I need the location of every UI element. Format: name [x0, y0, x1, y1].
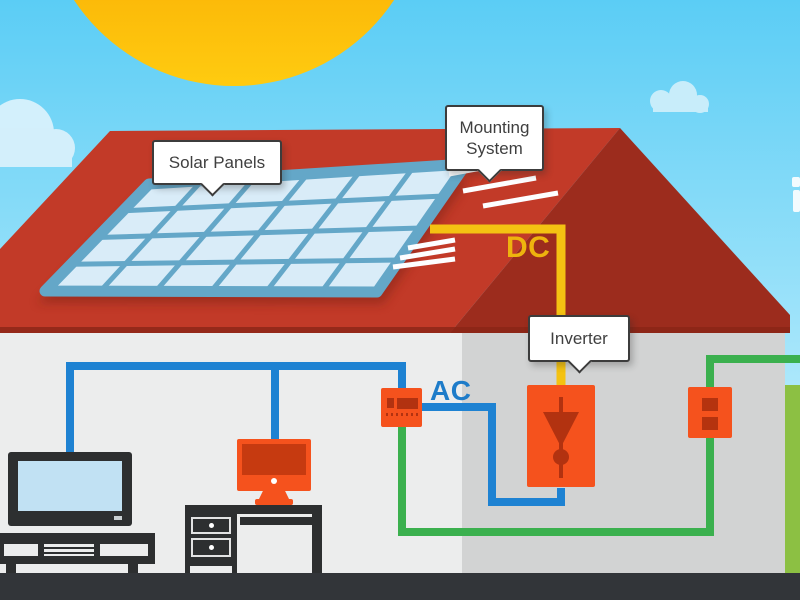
junction-socket: [702, 417, 718, 430]
edge-cloud-fragment: [792, 177, 800, 212]
electric-meter-box: [381, 388, 422, 427]
callout-inverter: Inverter: [528, 315, 630, 374]
desk-drawer: [191, 538, 231, 557]
monitor-screen: [242, 444, 306, 475]
tv-logo: [114, 516, 122, 520]
roof-eave-shadow: [0, 327, 790, 333]
monitor-button: [271, 478, 277, 484]
grid-connection-wire: [398, 355, 800, 536]
cloud-left-icon: [0, 99, 75, 167]
inverter-symbol-icon: [543, 397, 579, 478]
callout-mounting-system: Mounting System: [445, 105, 544, 183]
tv-stand-foot: [128, 564, 138, 573]
desk-drawer: [191, 517, 231, 534]
meter-display: [397, 398, 418, 409]
tv-stand-shelf: [4, 544, 38, 556]
grass: [785, 385, 800, 575]
junction-socket: [702, 398, 718, 411]
desk-leg: [312, 514, 322, 573]
sun-icon: [73, 0, 395, 86]
tv-stand: [0, 533, 155, 573]
ac-wire: [66, 362, 565, 506]
desk-feet-notch: [190, 566, 232, 573]
house-wall-exterior: [462, 333, 785, 575]
meter-indicator: [387, 398, 394, 408]
desk-rail-gap: [240, 514, 312, 517]
wall-junction-box: [688, 387, 732, 438]
ac-label: AC: [430, 375, 472, 406]
roof-side-facet: [450, 128, 790, 333]
inverter-unit: [527, 385, 595, 487]
cloud-right-icon: [650, 81, 709, 113]
tv-stand-foot: [6, 564, 16, 573]
tv-stand-shelf: [100, 544, 148, 556]
tv: [8, 452, 132, 526]
tv-stand-base: [0, 559, 155, 564]
monitor-neck: [259, 491, 289, 499]
callout-solar-panels: Solar Panels: [152, 140, 282, 197]
computer-monitor: [237, 439, 311, 505]
desk-top: [185, 505, 322, 514]
tv-screen: [18, 461, 122, 511]
floor: [0, 573, 800, 600]
callout-solar-panels-text: Solar Panels: [168, 153, 266, 172]
meter-dots: [386, 413, 420, 416]
dc-label: DC: [506, 231, 551, 264]
desk: [185, 505, 322, 573]
monitor-base: [255, 499, 293, 505]
callout-mounting-line2: System: [466, 139, 523, 158]
tv-stand-top: [0, 533, 155, 541]
solar-panel-grid: [70, 165, 444, 294]
tv-stand-media-shelf: [44, 544, 94, 556]
desk-rail: [240, 517, 312, 525]
callout-mounting-line1: Mounting: [459, 118, 530, 137]
callout-inverter-text: Inverter: [550, 329, 608, 348]
